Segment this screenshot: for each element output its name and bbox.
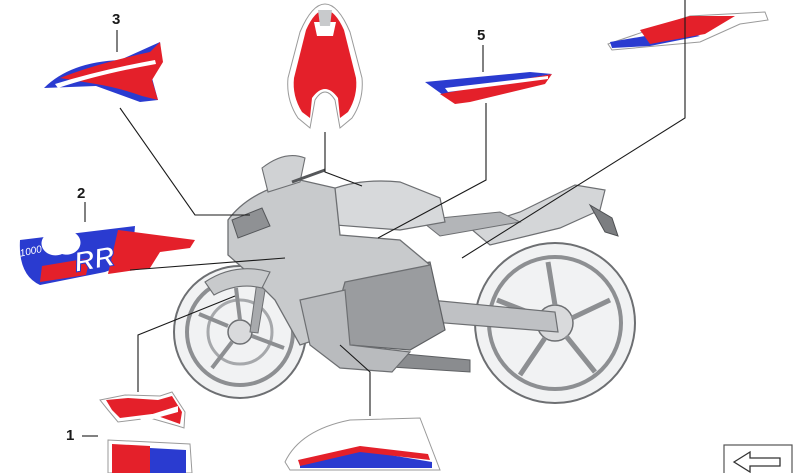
decal-part-3 <box>44 42 163 102</box>
decal-top-right <box>607 11 769 51</box>
decal-part-2: S1000 RR <box>12 226 195 285</box>
callout-1: 1 <box>66 427 75 444</box>
decal-part-5 <box>425 72 552 104</box>
front-fender <box>204 268 271 296</box>
belly-pan <box>299 289 412 373</box>
return-arrow-icon[interactable] <box>723 444 793 473</box>
leader-lines <box>82 0 686 437</box>
fuel-tank <box>329 180 446 231</box>
plate-holder <box>588 203 619 237</box>
decal-belly-pan <box>284 417 441 471</box>
motorcycle-illustration <box>173 155 636 404</box>
decal-part-1 <box>99 391 193 473</box>
headlight <box>231 207 271 239</box>
callout-2: 2 <box>77 185 86 202</box>
callout-5: 5 <box>477 27 486 44</box>
tail-section <box>468 184 606 246</box>
callout-3: 3 <box>112 11 121 28</box>
decal-seat-cowl <box>287 3 363 129</box>
handlebar <box>291 168 326 184</box>
rr-logo-text: RR <box>72 240 118 278</box>
